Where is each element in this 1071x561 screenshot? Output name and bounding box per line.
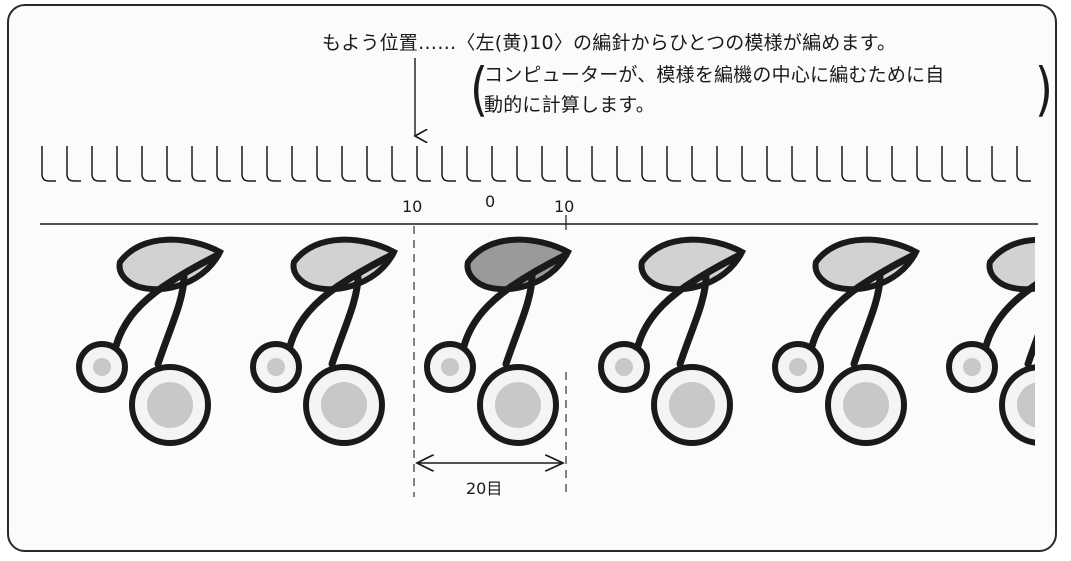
cherry-motif bbox=[424, 236, 572, 446]
leaf-highlighted bbox=[464, 236, 572, 293]
needle-hook bbox=[766, 146, 781, 182]
leaf bbox=[986, 236, 1035, 293]
stem-left bbox=[286, 251, 396, 350]
needle-hook bbox=[941, 146, 956, 182]
small-cherry-center bbox=[963, 358, 981, 376]
needle-hook bbox=[116, 146, 131, 182]
small-cherry-center bbox=[93, 358, 111, 376]
annotation-paren-close: ) bbox=[1035, 55, 1053, 123]
cherry-motif bbox=[772, 236, 920, 446]
needle-hook bbox=[91, 146, 106, 182]
needle-hook bbox=[541, 146, 556, 182]
needle-hook bbox=[516, 146, 531, 182]
needle-hook bbox=[1016, 146, 1031, 182]
needle-hook bbox=[966, 146, 981, 182]
needle-hook bbox=[591, 146, 606, 182]
stem-left bbox=[808, 251, 918, 350]
needle-hook bbox=[341, 146, 356, 182]
needle-hook bbox=[366, 146, 381, 182]
needle-label-right-10: 10 bbox=[554, 197, 575, 216]
small-cherry-center bbox=[441, 358, 459, 376]
stem-left bbox=[112, 251, 222, 350]
stem-right bbox=[1024, 334, 1035, 368]
needle-hook bbox=[691, 146, 706, 182]
needle-hook bbox=[641, 146, 656, 182]
small-cherry-center bbox=[267, 358, 285, 376]
needle-hook bbox=[616, 146, 631, 182]
annotation-line-3: 動的に計算します。 bbox=[484, 94, 655, 116]
leaf bbox=[290, 236, 398, 293]
large-cherry-center bbox=[147, 382, 193, 428]
stem-left bbox=[460, 251, 570, 350]
needle-row bbox=[41, 146, 1031, 182]
annotation-paren-open: ( bbox=[470, 55, 488, 123]
needle-hook bbox=[791, 146, 806, 182]
needle-hook bbox=[991, 146, 1006, 182]
needle-hook bbox=[241, 146, 256, 182]
large-cherry-center bbox=[843, 382, 889, 428]
needle-hook bbox=[41, 146, 56, 182]
small-cherry-center bbox=[615, 358, 633, 376]
cherry-motif bbox=[598, 236, 746, 446]
leaf bbox=[116, 236, 224, 293]
stem-left bbox=[982, 281, 1035, 350]
needle-hook bbox=[666, 146, 681, 182]
large-cherry bbox=[999, 364, 1035, 446]
needle-hook bbox=[441, 146, 456, 182]
cherry-motif bbox=[76, 236, 224, 446]
needle-hook bbox=[891, 146, 906, 182]
needle-hook bbox=[291, 146, 306, 182]
large-cherry-center bbox=[495, 382, 541, 428]
stem-left bbox=[634, 251, 744, 350]
annotation-line-1: もよう位置……〈左(黄)10〉の編針からひとつの模様が編めます。 bbox=[322, 32, 897, 54]
needle-hook bbox=[66, 146, 81, 182]
stem-right bbox=[676, 272, 710, 368]
stem-right bbox=[502, 272, 536, 368]
annotation-line-2: コンピューターが、模様を編機の中心に編むために自 bbox=[484, 64, 945, 86]
needle-hook bbox=[741, 146, 756, 182]
large-cherry-center bbox=[321, 382, 367, 428]
cherry-motif bbox=[946, 236, 1035, 446]
needle-hook bbox=[816, 146, 831, 182]
needle-hook bbox=[841, 146, 856, 182]
leaf bbox=[638, 236, 746, 293]
needle-hook bbox=[566, 146, 581, 182]
leaf bbox=[812, 236, 920, 293]
needle-hook bbox=[866, 146, 881, 182]
needle-hook bbox=[266, 146, 281, 182]
pattern-width-label: 20目 bbox=[466, 479, 503, 498]
needle-hook bbox=[166, 146, 181, 182]
needle-hook bbox=[466, 146, 481, 182]
small-cherry-center bbox=[789, 358, 807, 376]
needle-label-left-10: 10 bbox=[402, 197, 423, 216]
large-cherry-center bbox=[669, 382, 715, 428]
needle-hook bbox=[491, 146, 506, 182]
needle-hook bbox=[316, 146, 331, 182]
stem-right bbox=[850, 272, 884, 368]
needle-hook bbox=[416, 146, 431, 182]
needle-hook bbox=[716, 146, 731, 182]
needle-hook bbox=[391, 146, 406, 182]
cherry-pattern-row bbox=[76, 236, 1035, 446]
needle-hook bbox=[141, 146, 156, 182]
needle-hook bbox=[191, 146, 206, 182]
cherry-motif bbox=[250, 236, 398, 446]
stem-right bbox=[154, 272, 188, 368]
needle-label-center-0: 0 bbox=[485, 192, 496, 211]
large-cherry-center bbox=[1017, 382, 1035, 428]
stem-right bbox=[328, 272, 362, 368]
needle-hook bbox=[216, 146, 231, 182]
needle-hook bbox=[916, 146, 931, 182]
